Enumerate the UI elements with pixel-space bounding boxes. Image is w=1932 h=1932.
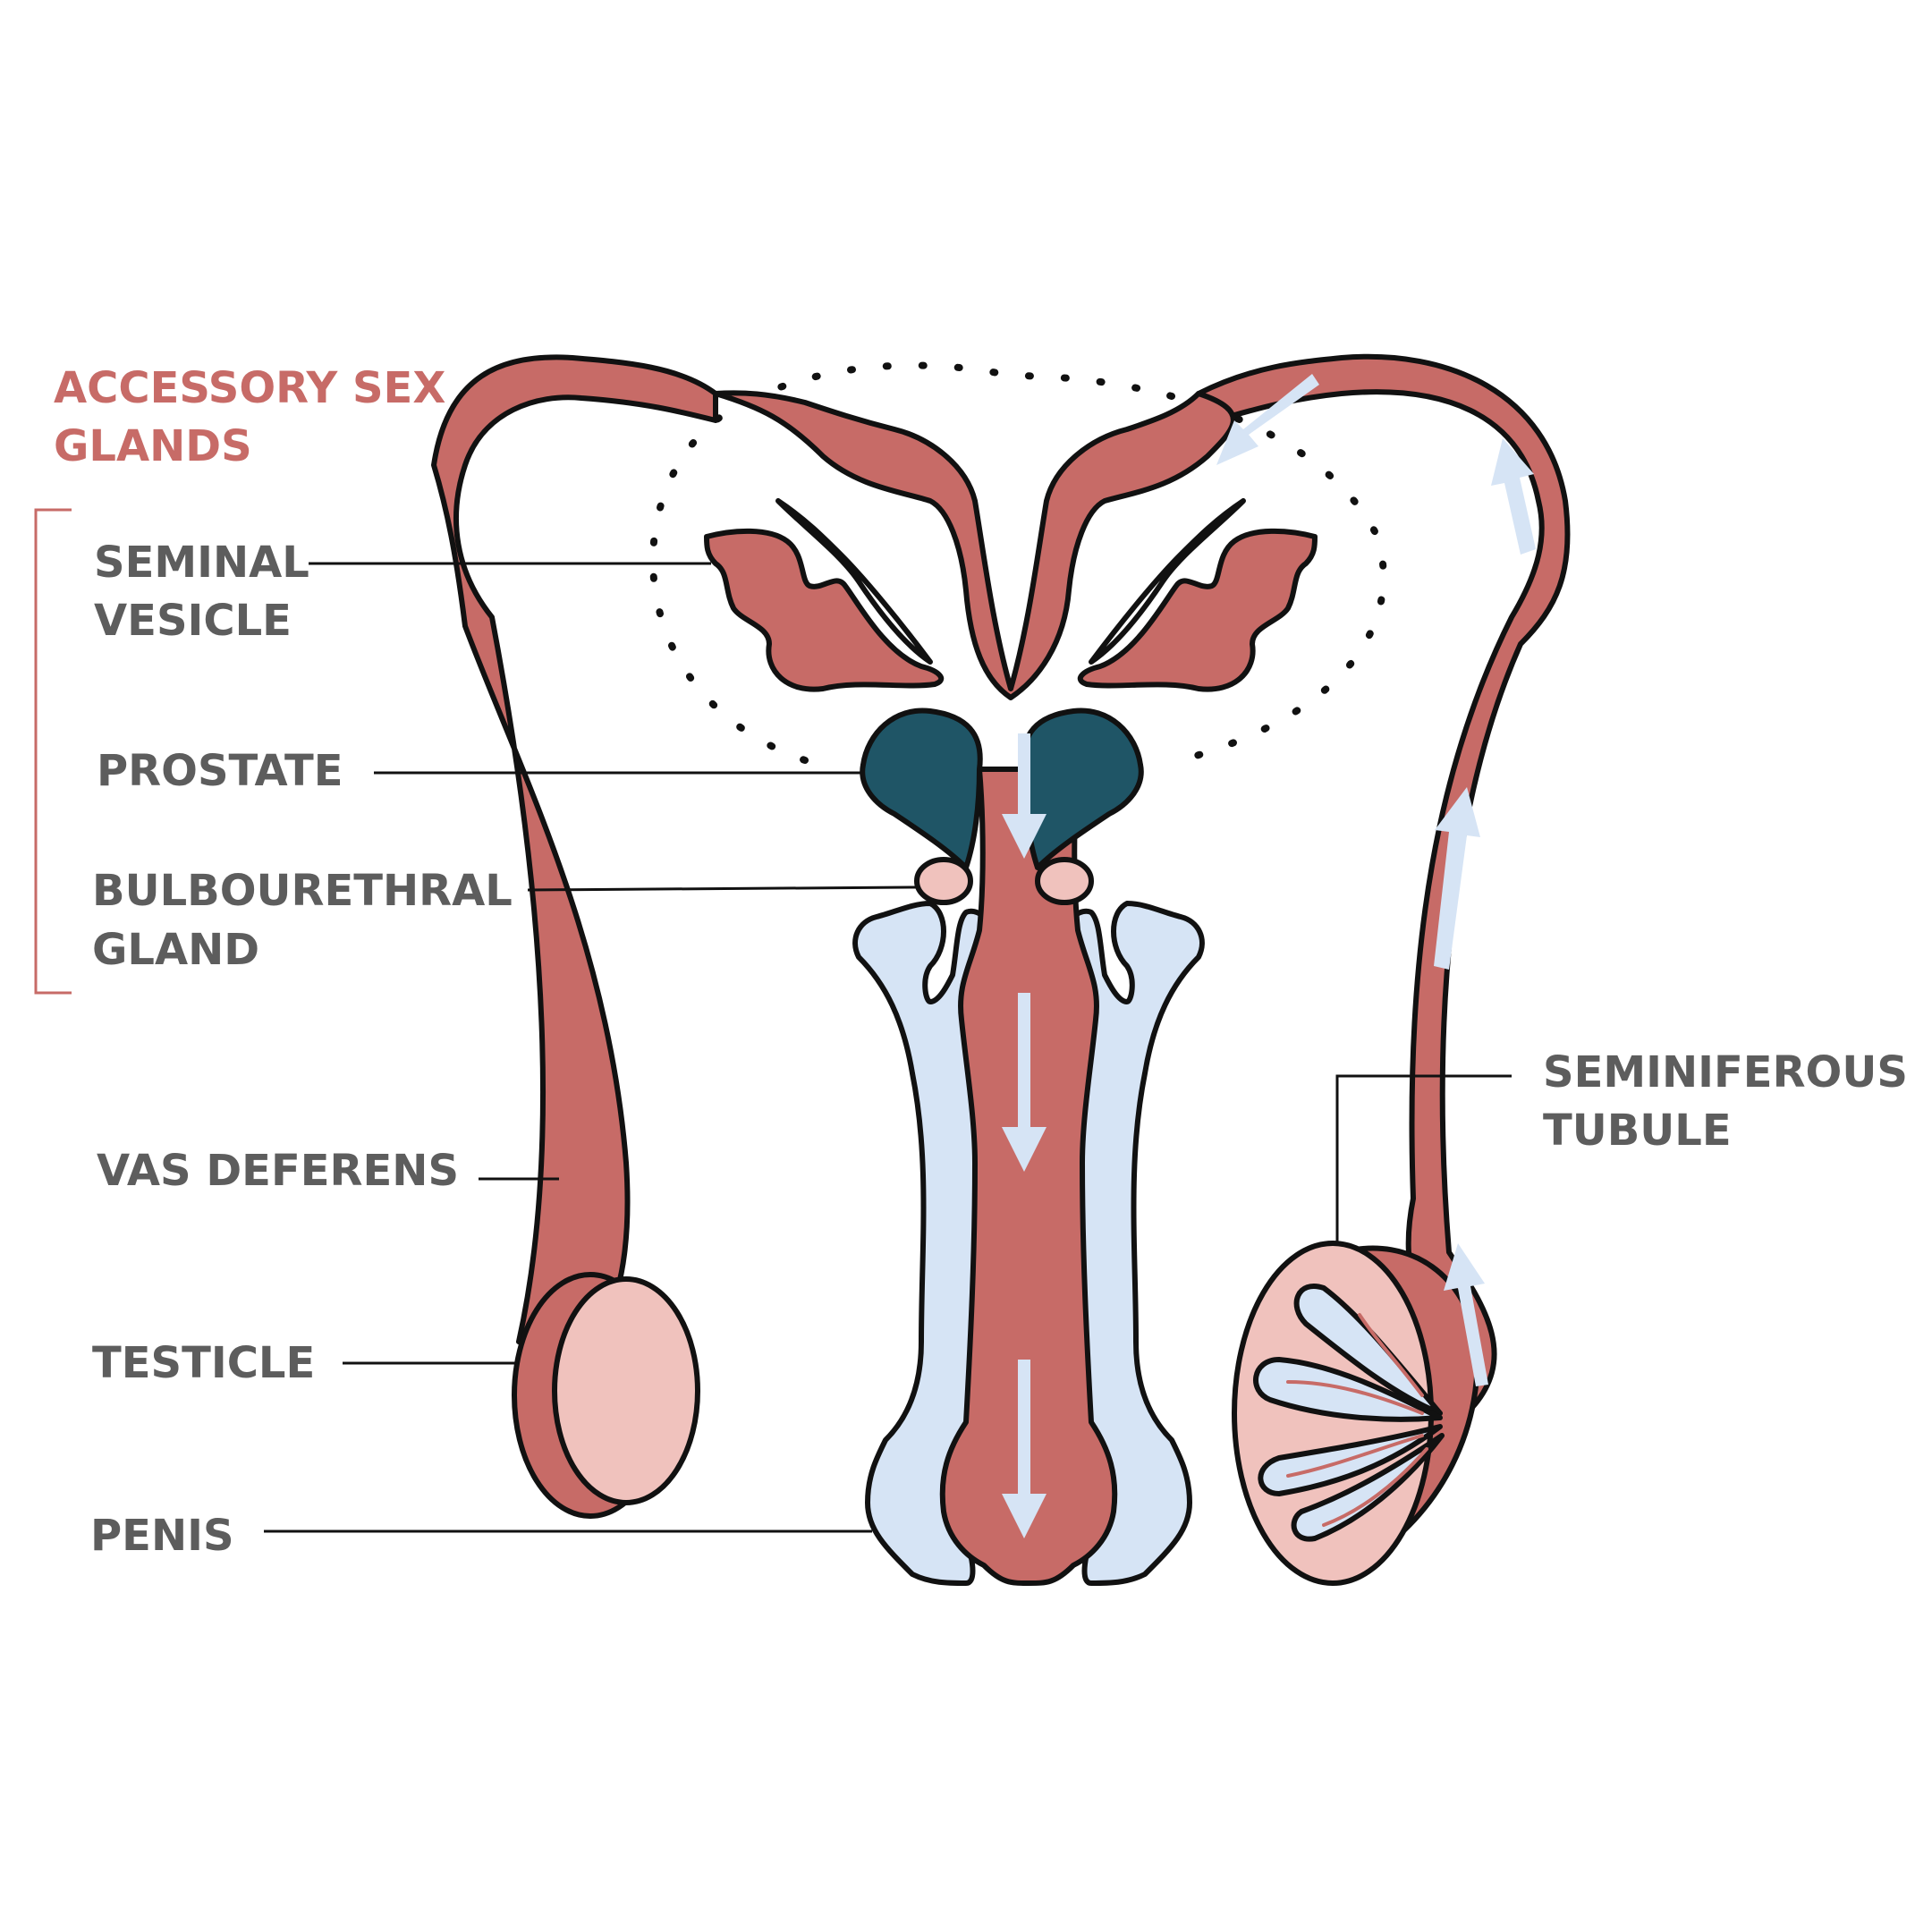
bulbourethral-gland-leader [527, 886, 918, 892]
testicle-label: TESTICLE [92, 1338, 315, 1388]
bulbourethral-gland-label-line2: GLAND [92, 925, 259, 975]
arrow-up-vas-1 [1434, 787, 1480, 970]
prostate-label: PROSTATE [97, 746, 343, 796]
seminiferous-tubules [1253, 1284, 1445, 1542]
left-seminal-vesicle-lumen [775, 498, 933, 665]
seminiferous-tubule-label-line2: TUBULE [1543, 1106, 1732, 1156]
urethra [939, 767, 1118, 1586]
left-seminal-vesicle-gland [704, 528, 945, 692]
prostate-left-lobe [860, 708, 983, 870]
flow-arrows [1002, 374, 1536, 1538]
prostate-right-lobe [1021, 708, 1144, 870]
seminal-vesicles [713, 390, 1236, 700]
right-seminal-vesicle-gland [1077, 528, 1318, 692]
penis-right-body [1065, 901, 1205, 1586]
left-bulbourethral-gland [914, 857, 973, 905]
left-vas-deferens [431, 354, 718, 1356]
accessory-sex-glands-label-line2: GLANDS [54, 421, 252, 471]
right-bulbourethral-gland [1035, 857, 1094, 905]
seminiferous-tubule-label-line1: SEMINIFEROUS [1543, 1047, 1908, 1097]
seminal-vesicle-label-line1: SEMINAL [94, 538, 309, 588]
bulbourethral-gland-label-line1: BULBOURETHRAL [92, 866, 513, 916]
left-testicle [552, 1276, 700, 1505]
arrow-down-urethra-1 [1002, 993, 1046, 1172]
penis-label: PENIS [90, 1511, 234, 1561]
arrow-left-top [1216, 374, 1319, 465]
right-seminal-vesicle-lumen [1089, 498, 1246, 665]
arrow-down-prostate [1002, 733, 1046, 859]
arrow-up-vas-2 [1491, 438, 1536, 555]
seminiferous-tubule-leader [1335, 1074, 1512, 1243]
penis-left-body [852, 901, 992, 1586]
arrow-down-urethra-2 [1002, 1360, 1046, 1538]
accessory-sex-glands-label-line1: ACCESSORY SEX [54, 363, 445, 413]
arrow-up-testis [1444, 1243, 1488, 1386]
seminal-vesicle-label-line2: VESICLE [94, 596, 292, 646]
vas-deferens-label: VAS DEFERENS [97, 1146, 459, 1196]
accessory-glands-bracket [34, 508, 72, 995]
